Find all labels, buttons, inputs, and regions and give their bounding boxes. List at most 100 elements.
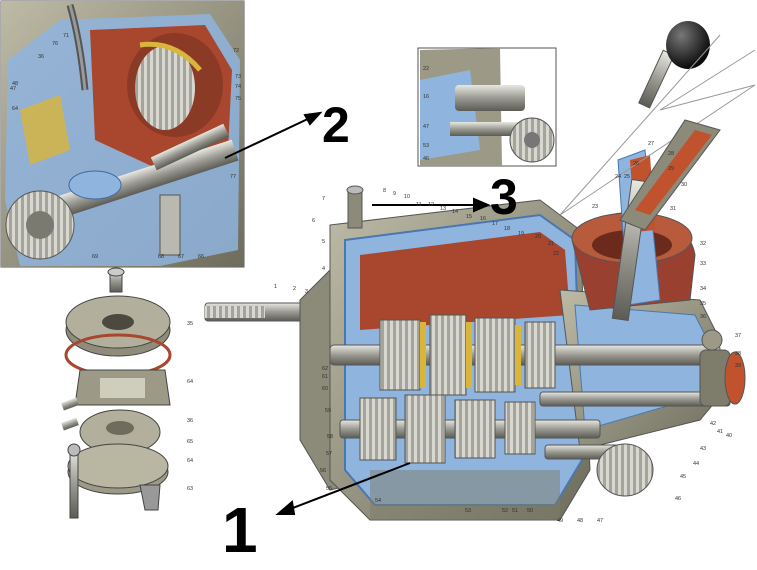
part-number-label: 1 (274, 284, 277, 290)
part-number-label: 9 (393, 191, 396, 197)
part-number-label: 58 (327, 434, 333, 440)
part-number-label: 53 (423, 143, 429, 149)
part-number-label: 55 (326, 486, 332, 492)
part-number-label: 41 (717, 429, 723, 435)
part-number-label: 66 (198, 254, 204, 260)
arrow-head-1 (275, 500, 296, 515)
part-number-label: 36 (38, 54, 44, 60)
part-number-label: 63 (187, 486, 193, 492)
part-number-label: 72 (233, 48, 239, 54)
part-number-label: 45 (680, 474, 686, 480)
part-number-label: 71 (63, 33, 69, 39)
callout-arrows (224, 111, 491, 515)
part-number-label: 49 (557, 518, 563, 524)
part-number-label: 57 (326, 451, 332, 457)
part-number-label: 4 (322, 266, 325, 272)
part-number-label: 12 (428, 202, 434, 208)
part-number-label: 46 (423, 156, 429, 162)
part-number-label: 32 (700, 241, 706, 247)
callout-label-3: 3 (490, 169, 518, 225)
part-number-label: 30 (681, 182, 687, 188)
inset-3-detail (417, 47, 557, 167)
part-number-label: 47 (423, 124, 429, 130)
part-number-label: 48 (577, 518, 583, 524)
part-number-label: 75 (235, 96, 241, 102)
part-number-label: 56 (320, 468, 326, 474)
part-number-label: 33 (700, 261, 706, 267)
part-number-label: 34 (700, 286, 706, 292)
part-number-label: 5 (322, 239, 325, 245)
exploded-parts (61, 267, 172, 519)
part-number-label: 17 (492, 221, 498, 227)
part-number-label: 23 (592, 204, 598, 210)
part-number-label: 7 (322, 196, 325, 202)
part-number-label: 35 (187, 321, 193, 327)
part-number-label: 42 (710, 421, 716, 427)
part-number-label: 61 (322, 374, 328, 380)
part-number-label: 44 (693, 461, 699, 467)
part-number-label: 20 (535, 234, 541, 240)
callout-label-1: 1 (222, 494, 258, 566)
part-number-label: 64 (187, 379, 193, 385)
callout-label-2: 2 (322, 97, 350, 153)
part-number-label: 27 (648, 141, 654, 147)
part-number-label: 18 (504, 226, 510, 232)
part-number-label: 64 (12, 106, 18, 112)
part-number-label: 36 (187, 418, 193, 424)
part-number-label: 31 (670, 206, 676, 212)
part-number-label: 46 (675, 496, 681, 502)
part-number-label: 68 (158, 254, 164, 260)
part-number-label: 65 (187, 439, 193, 445)
main-gearbox (204, 21, 756, 521)
part-number-label: 3 (305, 289, 308, 295)
part-number-label: 67 (178, 254, 184, 260)
part-number-label: 14 (452, 209, 458, 215)
part-number-label: 2 (293, 286, 296, 292)
part-number-label: 29 (668, 166, 674, 172)
part-number-label: 26 (633, 161, 639, 167)
part-number-label: 6 (312, 218, 315, 224)
part-number-label: 76 (52, 41, 58, 47)
part-number-label: 62 (322, 366, 328, 372)
arrow-to-1 (284, 462, 411, 512)
arrow-to-2 (224, 116, 313, 159)
part-number-label: 48 (12, 81, 18, 87)
part-number-label: 74 (235, 84, 241, 90)
part-number-label: 13 (440, 206, 446, 212)
part-number-label: 24 (615, 174, 621, 180)
part-number-label: 43 (700, 446, 706, 452)
part-number-label: 39 (735, 363, 741, 369)
part-number-label: 19 (518, 231, 524, 237)
part-number-label: 60 (322, 386, 328, 392)
part-number-label: 15 (466, 214, 472, 220)
part-number-label: 77 (230, 174, 236, 180)
inset-2-cutaway (0, 0, 245, 268)
arrow-head-3 (473, 197, 491, 213)
part-number-label: 16 (423, 94, 429, 100)
arrow-head-2 (303, 111, 323, 126)
part-number-label: 22 (553, 251, 559, 257)
part-number-label: 10 (404, 194, 410, 200)
part-number-label: 11 (416, 202, 422, 208)
part-number-label: 37 (735, 333, 741, 339)
part-number-label: 47 (597, 518, 603, 524)
part-number-label: 22 (423, 66, 429, 72)
part-number-label: 53 (465, 508, 471, 514)
part-number-label: 69 (92, 254, 98, 260)
part-number-label: 51 (512, 508, 518, 514)
part-number-label: 50 (527, 508, 533, 514)
part-number-label: 25 (624, 174, 630, 180)
part-number-label: 35 (700, 301, 706, 307)
part-number-label: 47 (10, 86, 16, 92)
part-number-label: 8 (383, 188, 386, 194)
part-number-label: 40 (726, 433, 732, 439)
part-number-label: 52 (502, 508, 508, 514)
part-number-label: 73 (235, 74, 241, 80)
part-number-label: 64 (187, 458, 193, 464)
part-number-label: 36 (700, 314, 706, 320)
part-number-label: 54 (375, 498, 381, 504)
part-number-label: 59 (325, 408, 331, 414)
